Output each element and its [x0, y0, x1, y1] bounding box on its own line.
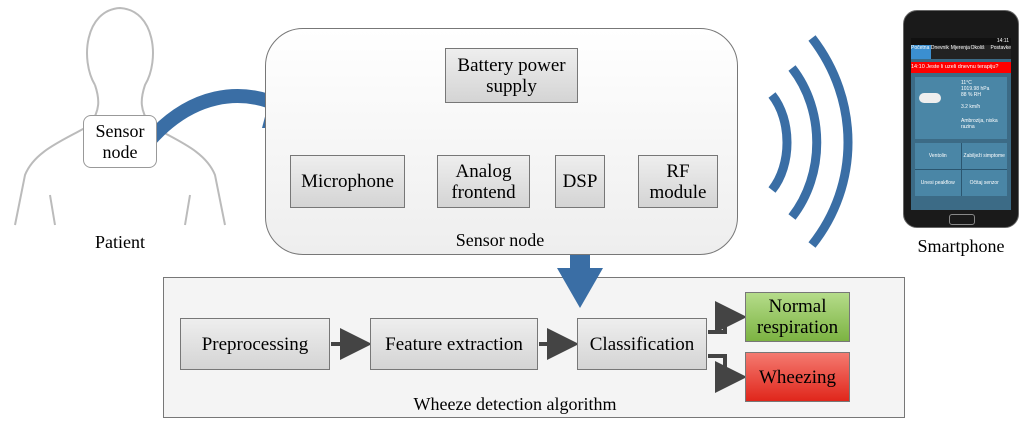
cloud-icon — [919, 93, 941, 103]
smartphone-label: Smartphone — [917, 236, 1005, 256]
tab-settings[interactable]: Postavke — [990, 45, 1012, 51]
algorithm-label: Wheeze detection algorithm — [413, 394, 617, 414]
normal-respiration-box: Normal respiration — [745, 292, 850, 342]
tab-measurements[interactable]: Mjerenja — [950, 45, 970, 51]
sensor-node-text: Sensor node — [95, 120, 145, 162]
wheezing-box: Wheezing — [745, 352, 850, 402]
pollen: Ambrozija, niska razina — [961, 118, 998, 130]
patient-label: Patient — [95, 232, 145, 252]
battery-box: Battery power supply — [445, 48, 578, 103]
humidity: 88 % RH — [961, 92, 982, 98]
feature-extraction-box: Feature extraction — [370, 318, 538, 370]
home-key — [949, 214, 975, 225]
temperature: 11°C — [961, 80, 972, 86]
status-bar: 14:11 — [911, 38, 1011, 45]
patient-silhouette — [14, 6, 226, 226]
tab-home[interactable]: Početna — [911, 45, 931, 59]
preprocessing-box: Preprocessing — [180, 318, 330, 370]
sensor-node-on-patient: Sensor node — [83, 115, 157, 168]
tab-environment[interactable]: Okoliš — [970, 45, 985, 51]
analog-frontend-box: Analog frontend — [437, 155, 530, 208]
read-sensor-button[interactable]: Očitaj senzor — [961, 170, 1007, 196]
smartphone: 14:11 Početna Dnevnik Mjerenja Okoliš Po… — [903, 10, 1019, 228]
alert-banner: 14:10 Jeste li uzeli dnevnu terapiju? — [911, 62, 1011, 73]
wireless-waves-icon — [768, 35, 853, 248]
pressure: 1019.98 hPa — [961, 86, 990, 92]
microphone-box: Microphone — [290, 155, 405, 208]
sensor-node-label: Sensor node — [455, 230, 545, 250]
peakflow-button[interactable]: Unesi peakflow — [915, 170, 961, 196]
symptoms-button[interactable]: Zabilježi simptome — [961, 143, 1007, 169]
rf-module-box: RF module — [638, 155, 718, 208]
wind: 3.2 km/h — [961, 104, 981, 110]
tab-diary[interactable]: Dnevnik — [930, 45, 949, 51]
ventolin-button[interactable]: Ventolin — [915, 143, 961, 169]
classification-box: Classification — [577, 318, 707, 370]
dsp-box: DSP — [555, 155, 605, 208]
